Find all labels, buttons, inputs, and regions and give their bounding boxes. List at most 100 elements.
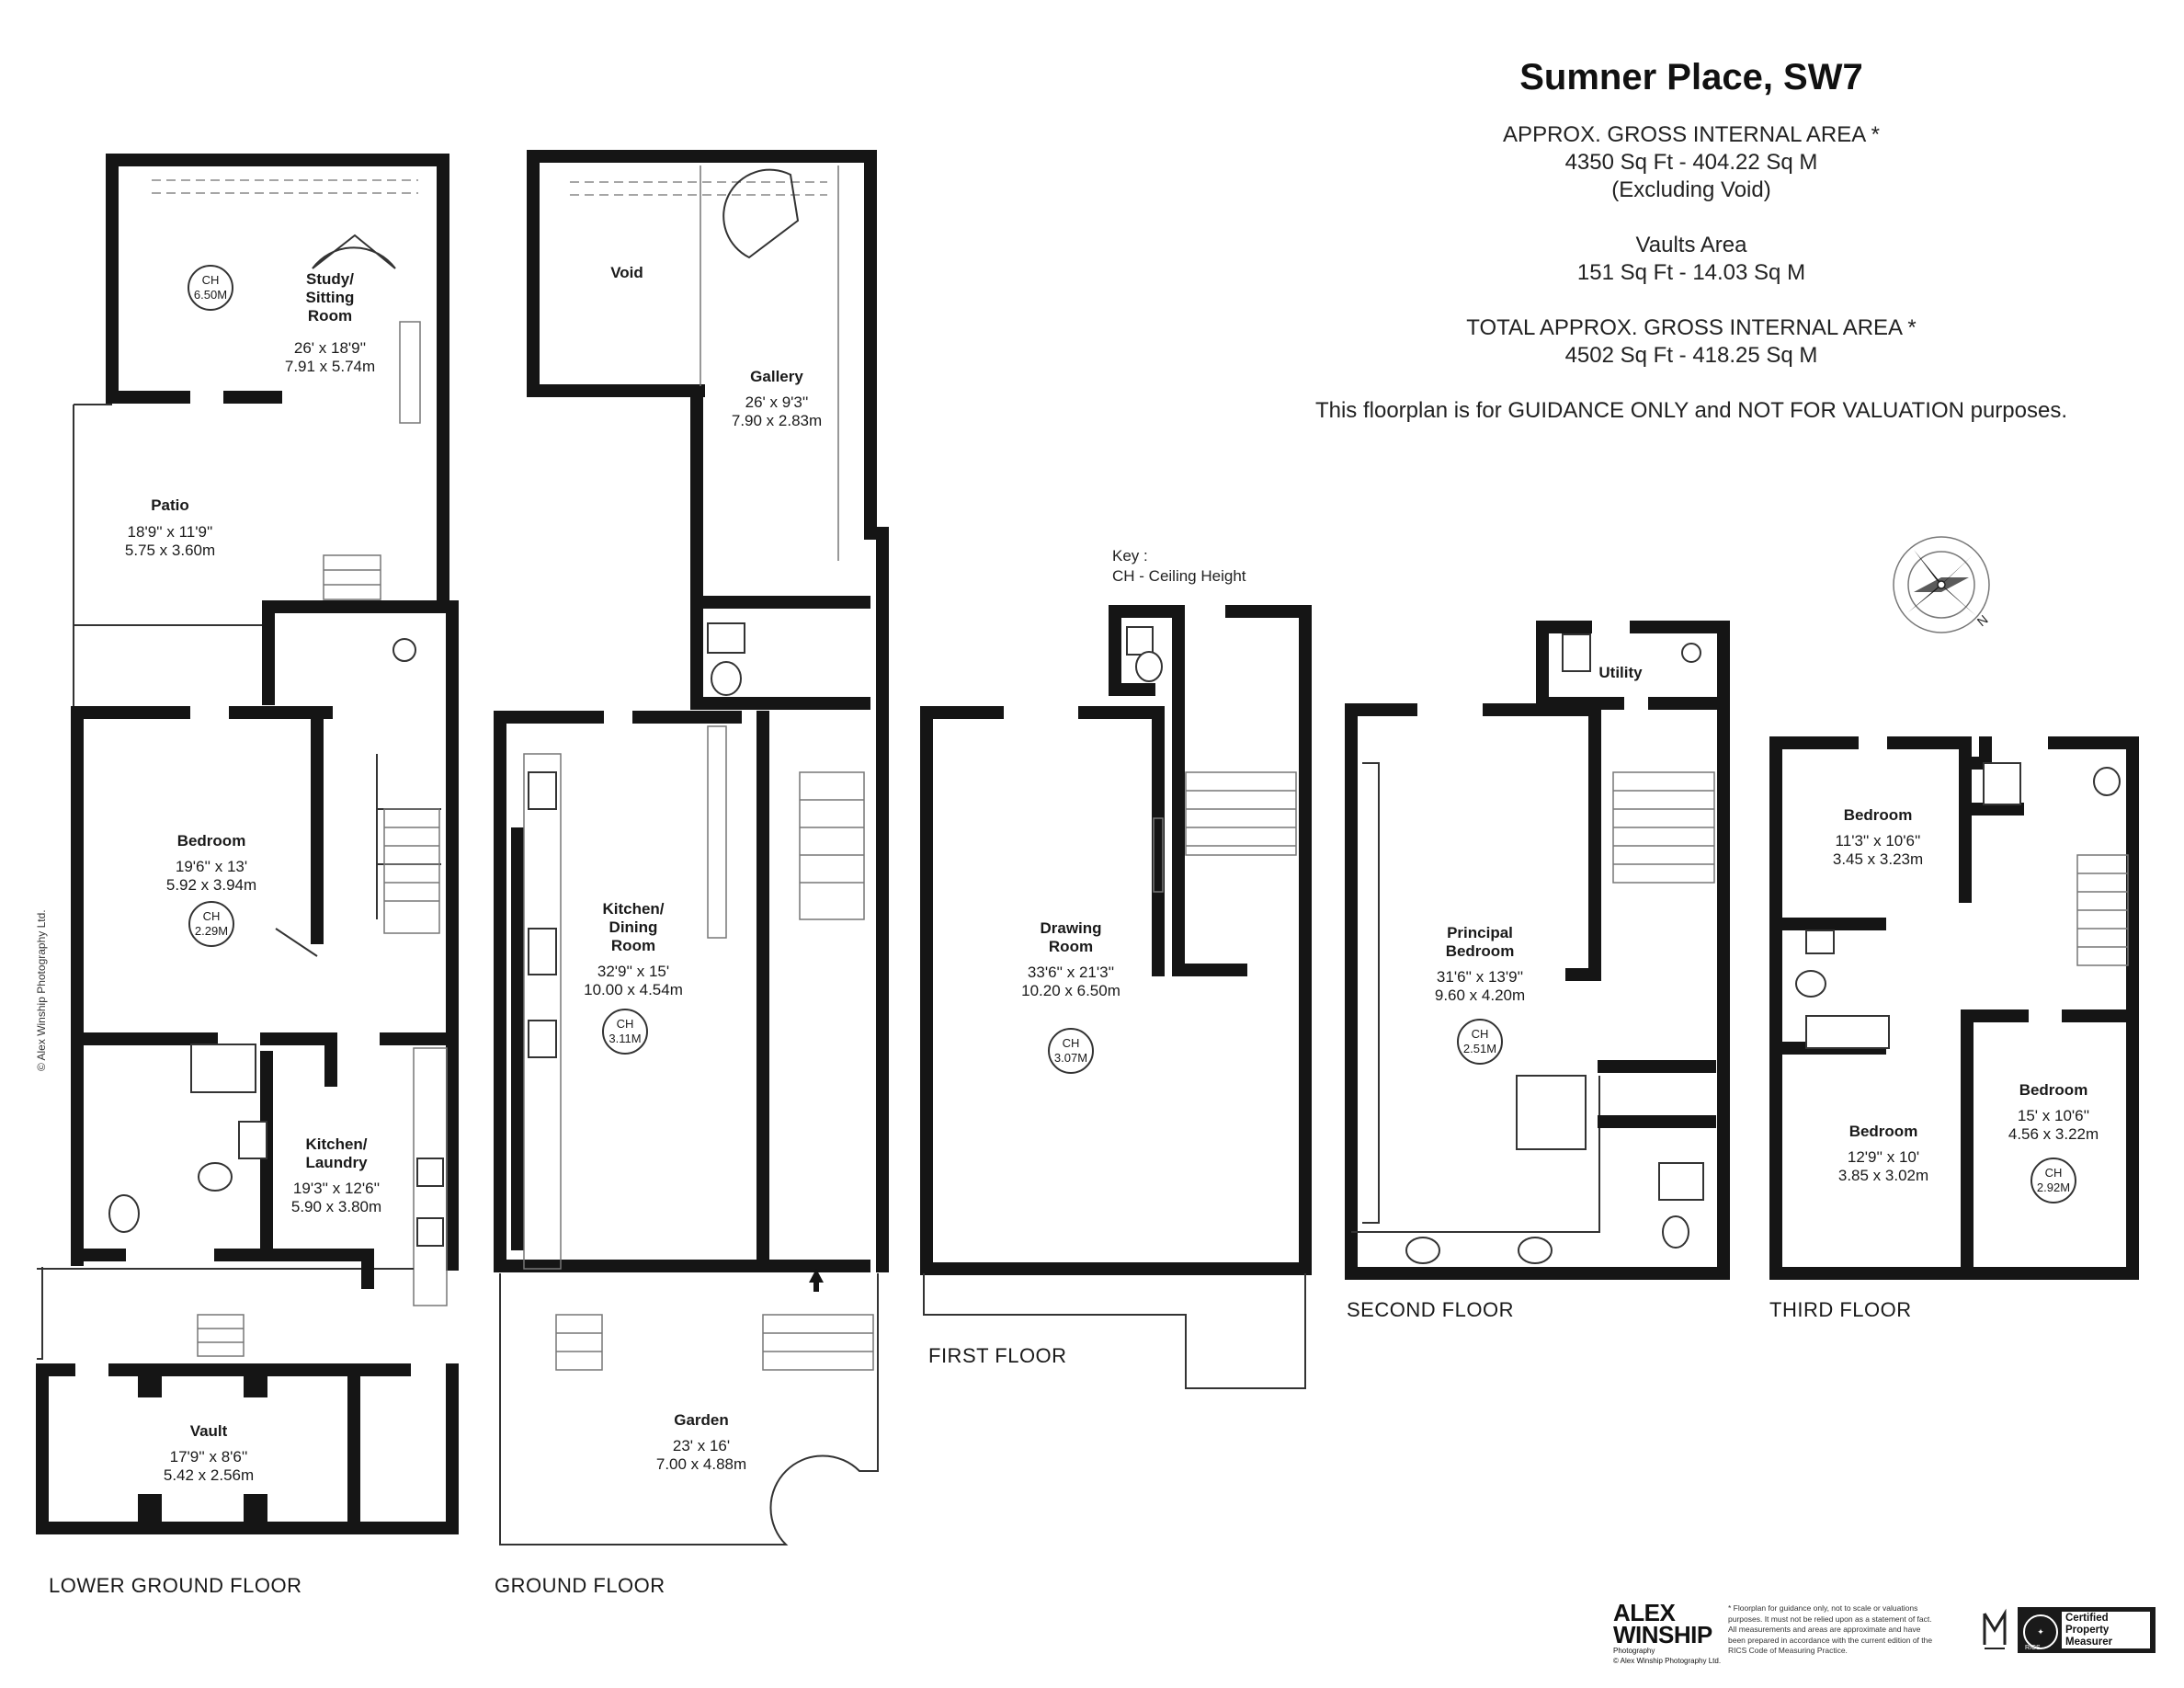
total-label: TOTAL APPROX. GROSS INTERNAL AREA * <box>1466 315 1917 340</box>
ground-floor-plan <box>494 150 889 1545</box>
measurer-mark-icon <box>1983 1608 2007 1649</box>
logo-line-1: ALEX <box>1613 1599 1676 1626</box>
drawing-name-1: Drawing <box>1040 919 1101 937</box>
principal-metric: 9.60 x 4.20m <box>1435 987 1525 1004</box>
legend-key: Key : CH - Ceiling Height <box>1112 546 1246 587</box>
label-drawing-room: Drawing Room 33'6'' x 21'3'' 10.20 x 6.5… <box>1021 919 1120 1074</box>
study-name-2: Sitting <box>306 289 355 306</box>
study-ch-label: CH <box>202 273 220 287</box>
logo-line-2: WINSHIP <box>1613 1621 1712 1648</box>
rics-certified-badge: ✦ RICS Certified Property Measurer <box>2018 1607 2156 1653</box>
vaults-value: 151 Sq Ft - 14.03 Sq M <box>1576 260 1806 285</box>
floor-label-third: THIRD FLOOR <box>1769 1298 1912 1321</box>
second-floor-plan <box>1345 621 1730 1280</box>
drawing-name-2: Room <box>1049 938 1093 955</box>
legend-key-ch: CH - Ceiling Height <box>1112 567 1246 585</box>
bed3a-name: Bedroom <box>1844 806 1913 824</box>
gallery-name: Gallery <box>750 368 803 385</box>
bed3b-imperial: 12'9'' x 10' <box>1848 1148 1919 1166</box>
kitchen-name-1: Kitchen/ <box>602 900 664 918</box>
drawing-imperial: 33'6'' x 21'3'' <box>1028 964 1114 981</box>
label-vault: Vault 17'9'' x 8'6'' 5.42 x 2.56m <box>164 1422 254 1484</box>
bed3c-ch-label: CH <box>2045 1166 2063 1180</box>
label-kitchen-laundry: Kitchen/ Laundry 19'3'' x 12'6'' 5.90 x … <box>291 1135 381 1215</box>
gia-label: APPROX. GROSS INTERNAL AREA * <box>1503 122 1880 147</box>
gia-value: 4350 Sq Ft - 404.22 Sq M <box>1564 150 1818 175</box>
label-bedroom-third-c: Bedroom 15' x 10'6'' 4.56 x 3.22m CH 2.9… <box>2008 1081 2099 1203</box>
garden-metric: 7.00 x 4.88m <box>656 1455 746 1473</box>
label-garden: Garden 23' x 16' 7.00 x 4.88m <box>656 1411 746 1473</box>
bed3c-metric: 4.56 x 3.22m <box>2008 1125 2099 1143</box>
label-void: Void <box>610 264 643 281</box>
study-imperial: 26' x 18'9'' <box>294 339 366 357</box>
legend-key-title: Key : <box>1112 547 1148 565</box>
floor-label-first: FIRST FLOOR <box>928 1344 1067 1367</box>
compass-north-letter: N <box>1974 612 1991 630</box>
study-metric: 7.91 x 5.74m <box>285 358 375 375</box>
vaults-label: Vaults Area <box>1635 233 1747 257</box>
first-floor-plan <box>920 605 1312 1389</box>
rics-seal-icon: ✦ <box>2023 1614 2058 1649</box>
utility-name: Utility <box>1598 664 1643 681</box>
property-title: Sumner Place, SW7 <box>1519 57 1863 97</box>
rics-badge-line-1: Certified <box>2065 1613 2109 1624</box>
rics-badge-line-3: Measurer <box>2065 1637 2113 1648</box>
principal-name-1: Principal <box>1447 924 1513 941</box>
disclaimer-text: * Floorplan for guidance only, not to sc… <box>1728 1603 1933 1655</box>
third-floor-plan <box>1769 736 2139 1280</box>
bedroom-lg-ch-value: 2.29M <box>195 924 228 938</box>
principal-ch-label: CH <box>1472 1027 1489 1041</box>
logo-sub: Photography <box>1613 1647 1655 1655</box>
bed3c-imperial: 15' x 10'6'' <box>2018 1107 2089 1124</box>
label-bedroom-third-a: Bedroom 11'3'' x 10'6'' 3.45 x 3.23m <box>1833 806 1923 868</box>
drawing-ch-label: CH <box>1063 1036 1080 1050</box>
kitchen-metric: 10.00 x 4.54m <box>584 981 683 998</box>
kitchen-name-3: Room <box>611 937 655 954</box>
patio-name: Patio <box>151 496 189 514</box>
bed3a-metric: 3.45 x 3.23m <box>1833 850 1923 868</box>
study-ch-value: 6.50M <box>194 288 227 302</box>
vault-imperial: 17'9'' x 8'6'' <box>170 1448 248 1466</box>
laundry-metric: 5.90 x 3.80m <box>291 1198 381 1215</box>
principal-imperial: 31'6'' x 13'9'' <box>1437 968 1523 986</box>
bedroom-lg-imperial: 19'6'' x 13' <box>176 858 247 875</box>
bed3b-name: Bedroom <box>1849 1123 1918 1140</box>
label-bedroom-lg: Bedroom 19'6'' x 13' 5.92 x 3.94m CH 2.2… <box>166 832 256 947</box>
gia-note: (Excluding Void) <box>1611 177 1771 202</box>
bedroom-lg-ch-label: CH <box>203 909 221 923</box>
rics-badge-line-2: Property <box>2065 1625 2110 1636</box>
laundry-name-2: Laundry <box>305 1154 368 1171</box>
gallery-imperial: 26' x 9'3'' <box>745 393 809 411</box>
compass-rose: N <box>1893 536 1991 633</box>
rics-word: RICS <box>2025 1645 2041 1651</box>
bed3a-imperial: 11'3'' x 10'6'' <box>1836 832 1921 850</box>
bedroom-lg-metric: 5.92 x 3.94m <box>166 876 256 894</box>
bed3c-name: Bedroom <box>2019 1081 2088 1099</box>
label-kitchen-dining: Kitchen/ Dining Room 32'9'' x 15' 10.00 … <box>584 900 683 1055</box>
alex-winship-logo: ALEX WINSHIP Photography © Alex Winship … <box>1613 1599 1721 1666</box>
total-value: 4502 Sq Ft - 418.25 Sq M <box>1564 343 1818 368</box>
label-gallery: Gallery 26' x 9'3'' 7.90 x 2.83m <box>732 368 822 429</box>
patio-metric: 5.75 x 3.60m <box>125 542 215 559</box>
label-bedroom-third-b: Bedroom 12'9'' x 10' 3.85 x 3.02m <box>1838 1123 1928 1184</box>
drawing-ch-value: 3.07M <box>1054 1051 1087 1065</box>
label-utility: Utility <box>1598 664 1643 681</box>
vault-name: Vault <box>190 1422 228 1440</box>
garden-name: Garden <box>674 1411 729 1429</box>
kitchen-imperial: 32'9'' x 15' <box>597 963 669 980</box>
patio-imperial: 18'9'' x 11'9'' <box>128 523 213 541</box>
principal-ch-value: 2.51M <box>1463 1042 1496 1055</box>
gallery-metric: 7.90 x 2.83m <box>732 412 822 429</box>
kitchen-ch-label: CH <box>617 1017 634 1031</box>
bed3c-ch-value: 2.92M <box>2037 1180 2070 1194</box>
guidance-note: This floorplan is for GUIDANCE ONLY and … <box>1314 398 2068 423</box>
principal-name-2: Bedroom <box>1446 942 1515 960</box>
lower-ground-floor-plan <box>36 154 459 1534</box>
study-name-3: Room <box>308 307 352 325</box>
bed3b-metric: 3.85 x 3.02m <box>1838 1167 1928 1184</box>
garden-imperial: 23' x 16' <box>673 1437 730 1454</box>
label-patio: Patio 18'9'' x 11'9'' 5.75 x 3.60m <box>125 496 215 559</box>
laundry-name-1: Kitchen/ <box>305 1135 367 1153</box>
void-name: Void <box>610 264 643 281</box>
